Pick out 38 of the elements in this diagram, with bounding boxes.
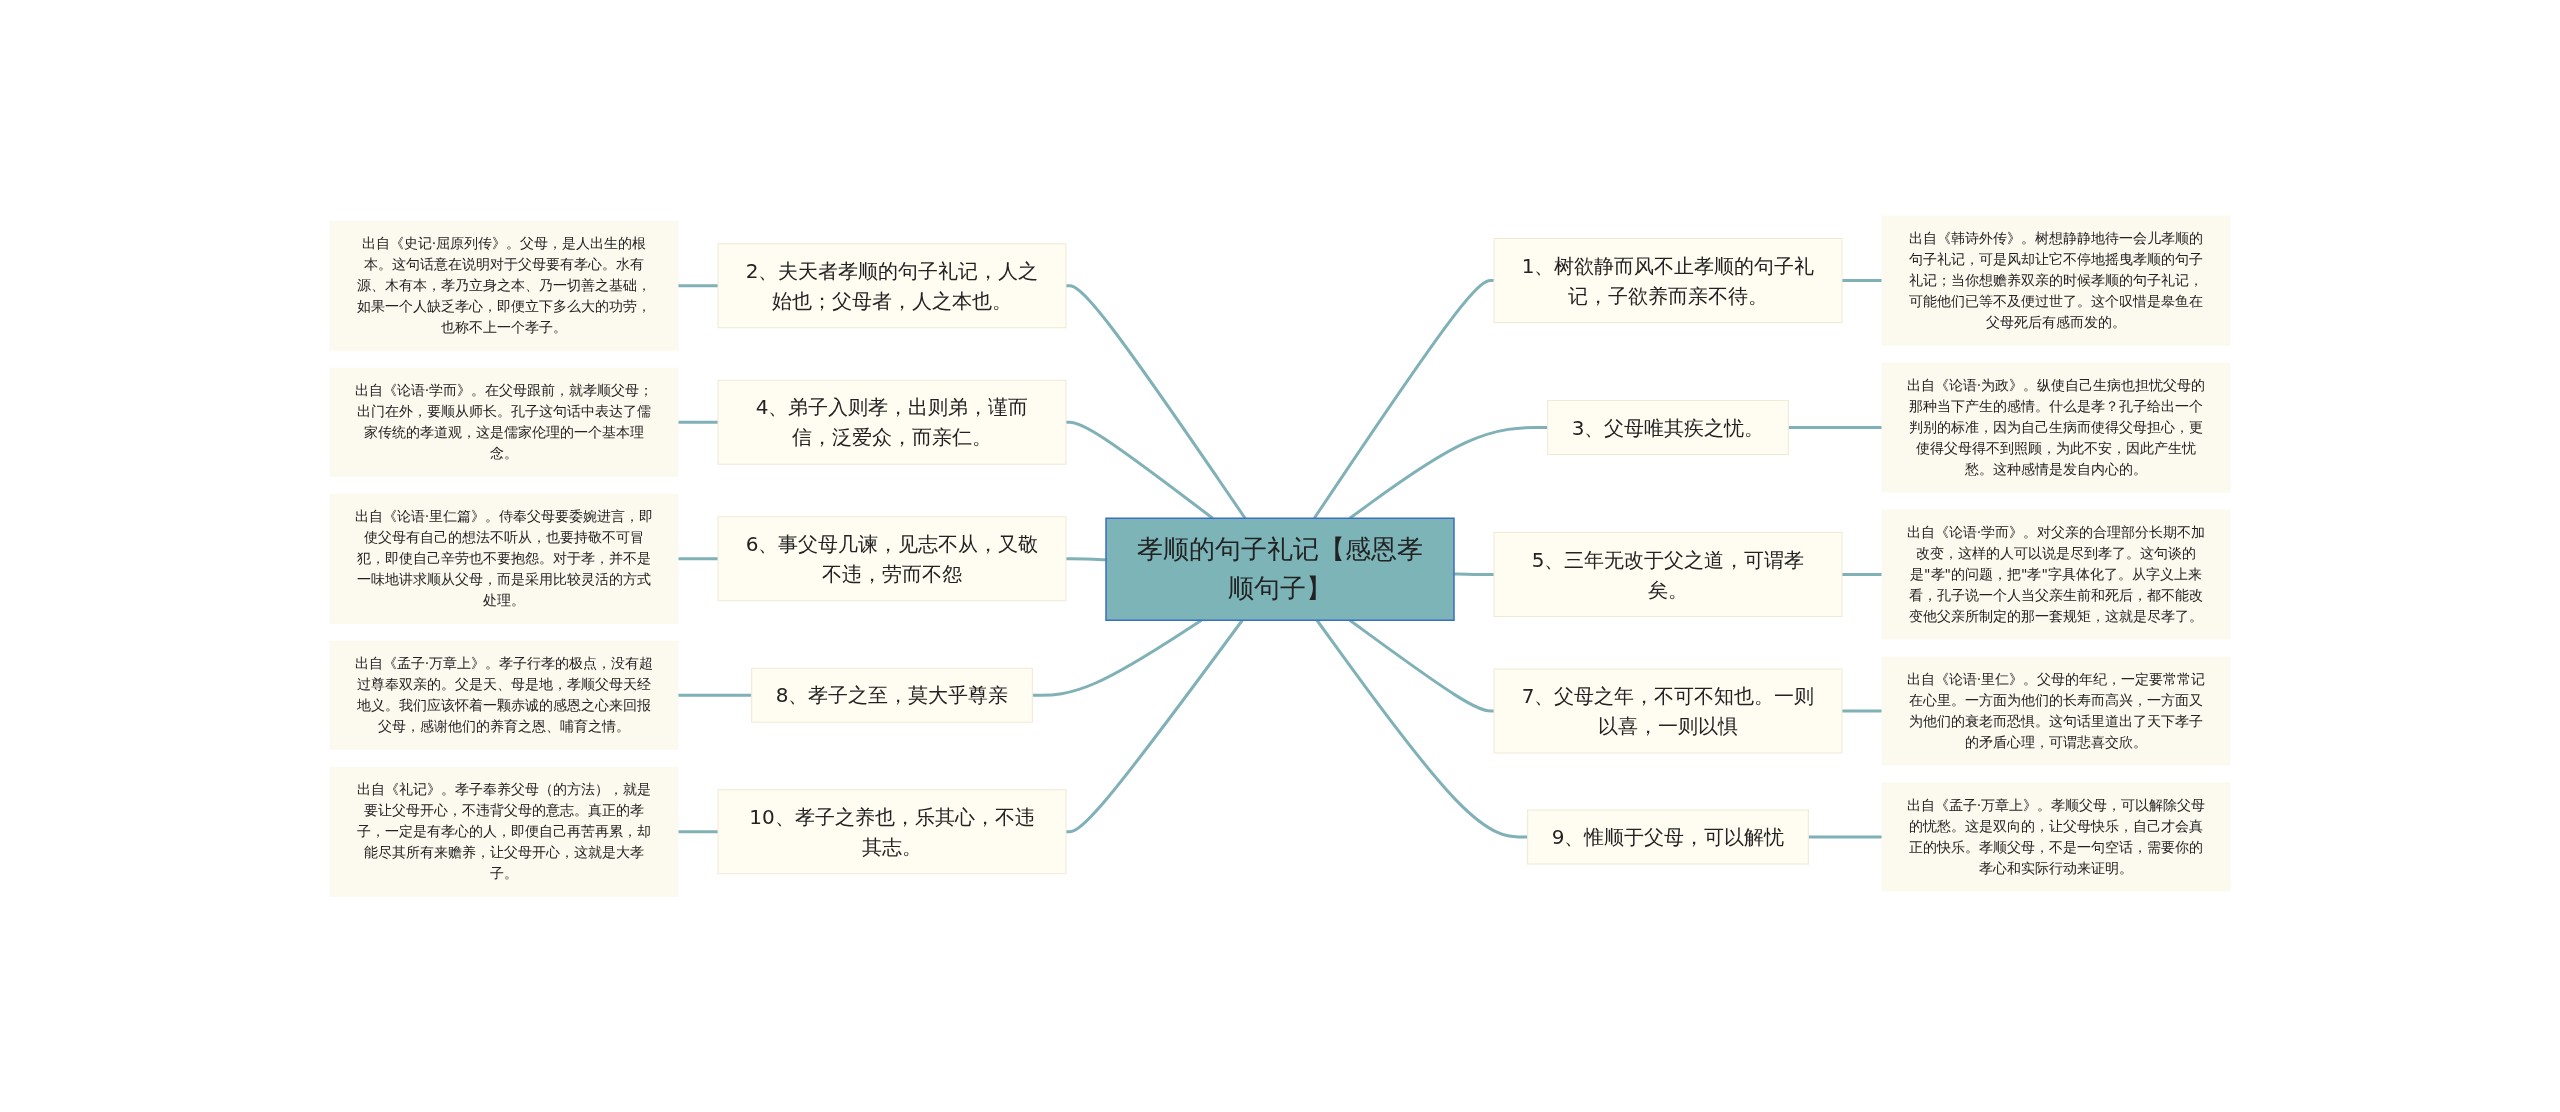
connector [1066,557,1107,562]
node-box: 孝顺的句子礼记【感恩孝顺句子】 [1105,517,1455,621]
connector [1842,572,1882,576]
node-box: 4、弟子入则孝，出则弟，谨而信，泛爱众，而亲仁。 [717,379,1067,465]
connector [1842,278,1882,282]
node-box: 出自《论语·学而》。在父母跟前，就孝顺父母；出门在外，要顺从师长。孔子这句话中表达了儒家传统的孝道观，这是儒家伦理的一个基本理念。 [329,367,679,477]
node-box: 9、惟顺于父母，可以解忧 [1527,809,1809,865]
connector [678,284,718,288]
connector [678,830,718,834]
node-box: 6、事父母几谏，见志不从，又敬不违，劳而不怨 [717,516,1067,602]
connector [678,693,752,697]
node-box: 出自《孟子·万章上》。孝顺父母，可以解除父母的忧愁。这是双向的，让父母快乐，自己才会真正的快乐。孝顺父母，不是一句空话，需要你的孝心和实际行动来证明。 [1881,782,2231,892]
node-box: 7、父母之年，不可不知也。一则以喜，一则以惧 [1493,668,1843,754]
node-box: 1、树欲静而风不止孝顺的句子礼记，子欲养而亲不待。 [1493,237,1843,323]
connector [1788,425,1882,429]
node-box: 8、孝子之至，莫大乎尊亲 [751,667,1033,723]
node-box: 出自《论语·学而》。对父亲的合理部分长期不加改变，这样的人可以说是尽到孝了。这句谈的是"孝"的问题，把"孝"字具体化了。从字义上来看，孔子说一个人当父亲生前和死后，都不能改变他父亲所制定的那一套规矩，这就是尽孝了。 [1881,509,2231,640]
node-box: 出自《孟子·万章上》。孝子行孝的极点，没有超过尊奉双亲的。父是天、母是地，孝顺父母天经地义。我们应该怀着一颗赤诚的感恩之心来回报父母，感谢他们的养育之恩、哺育之情。 [329,640,679,750]
node-box: 出自《礼记》。孝子奉养父母（的方法），就是要让父母开心，不违背父母的意志。真正的孝子，一定是有孝心的人，即便自己再苦再累，却能尽其所有来赡养，让父母开心，这就是大孝子。 [329,766,679,897]
node-box: 出自《韩诗外传》。树想静静地待一会儿孝顺的句子礼记，可是风却让它不停地摇曳孝顺的句子礼记；当你想赡养双亲的时候孝顺的句子礼记，可能他们已等不及便过世了。这个叹惜是皋鱼在父母死后有感而发的。 [1881,215,2231,346]
node-box: 3、父母唯其疾之忧。 [1547,399,1789,455]
connector [1066,619,1244,834]
connector [1842,709,1882,713]
node-box: 出自《史记·屈原列传》。父母，是人出生的根本。这句话意在说明对于父母要有孝心。水有源、木有本，孝乃立身之本、乃一切善之基础，如果一个人缺乏孝心，即便立下多么大的功劳，也称不上一个孝子。 [329,220,679,351]
node-box: 出自《论语·为政》。纵使自己生病也担忧父母的那种当下产生的感情。什么是孝？孔子给出一个判别的标准，因为自己生病而使得父母担心，更使得父母得不到照顾，为此不安，因此产生忧愁。这种感情是发自内心的。 [1881,362,2231,493]
connector [1066,420,1214,520]
connector [678,557,718,561]
node-box: 出自《论语·里仁》。父母的年纪，一定要常常记在心里。一方面为他们的长寿而高兴，一方面又为他们的衰老而恐惧。这句话里道出了天下孝子的矛盾心理，可谓悲喜交欣。 [1881,656,2231,766]
connector [1315,619,1528,839]
connector [1808,835,1882,839]
node-box: 10、孝子之养也，乐其心，不违其志。 [717,789,1067,875]
connector [1348,425,1548,520]
node-box: 5、三年无改于父之道，可谓孝矣。 [1493,531,1843,617]
connector [1313,278,1494,519]
node-box: 出自《论语·里仁篇》。侍奉父母要委婉进言，即使父母有自己的想法不听从，也要持敬不可冒犯，即使自己辛劳也不要抱怨。对于孝，并不是一味地讲求顺从父母，而是采用比较灵活的方式处理。 [329,493,679,624]
connector [1066,284,1247,519]
node-box: 2、夫天者孝顺的句子礼记，人之始也；父母者，人之本也。 [717,243,1067,329]
connector [678,420,718,424]
